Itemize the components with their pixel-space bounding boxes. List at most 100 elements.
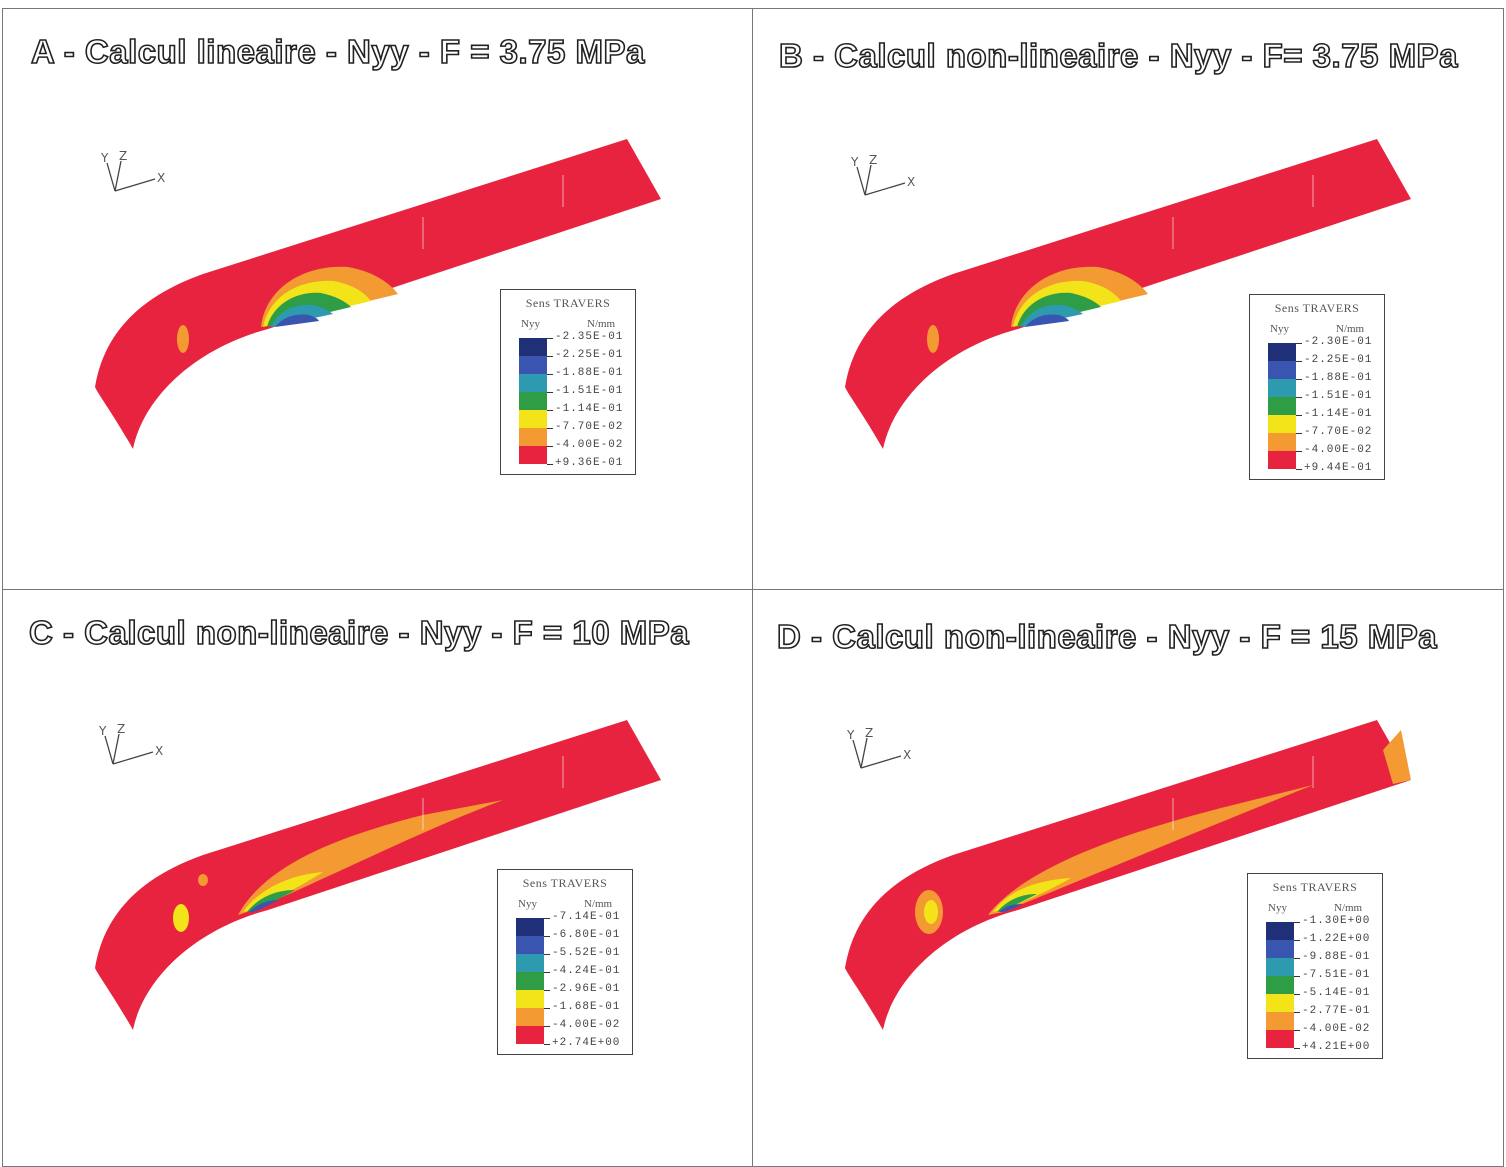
legend-tick: [1296, 343, 1302, 344]
axis-triad: Y Z X: [95, 149, 175, 209]
legend-value: -2.77E-01: [1302, 1005, 1371, 1017]
legend-value: -4.00E-02: [1302, 1023, 1371, 1035]
axis-triad: Y Z X: [845, 153, 925, 213]
legend-value: +9.36E-01: [555, 457, 624, 469]
panel-c: C - Calcul non-lineaire - Nyy - F = 10 M…: [2, 589, 753, 1167]
legend-swatch: [519, 392, 547, 410]
contour-spot: [198, 874, 208, 886]
legend-tick: [547, 410, 553, 411]
legend-value: -1.68E-01: [552, 1001, 621, 1013]
legend-swatch: [1268, 379, 1296, 397]
legend-swatch: [519, 338, 547, 356]
legend-value: -6.80E-01: [552, 929, 621, 941]
legend-value: -9.88E-01: [1302, 951, 1371, 963]
legend-swatch: [519, 356, 547, 374]
axis-y-label: Y: [847, 728, 855, 742]
legend-value: -2.96E-01: [552, 983, 621, 995]
legend-tick: [547, 338, 553, 339]
legend-swatch: [1266, 958, 1294, 976]
legend-swatch: [1266, 1012, 1294, 1030]
legend-swatch: [1266, 976, 1294, 994]
legend-swatch: [516, 936, 544, 954]
legend-tick: [547, 356, 553, 357]
panel-d: D - Calcul non-lineaire - Nyy - F = 15 M…: [752, 589, 1504, 1167]
legend-value: +4.21E+00: [1302, 1041, 1371, 1053]
legend-title: Sens TRAVERS: [525, 296, 611, 310]
legend-value: -1.30E+00: [1302, 915, 1371, 927]
legend-swatch: [1268, 343, 1296, 361]
axis-z-label: Z: [865, 726, 874, 740]
axis-y-label: Y: [101, 151, 109, 165]
legend-value: -7.70E-02: [555, 421, 624, 433]
plate-group: [845, 720, 1411, 1030]
panel-a-title: A - Calcul lineaire - Nyy - F = 3.75 MPa: [30, 32, 645, 71]
plate-surface: [95, 720, 661, 1030]
contour-band-blue: [249, 900, 279, 912]
legend-quantity: Nyy: [1270, 323, 1289, 335]
legend-value: -1.51E-01: [555, 385, 624, 397]
axis-z-label: Z: [117, 722, 126, 736]
legend-swatch: [516, 1026, 544, 1044]
legend-value: -2.35E-01: [555, 331, 624, 343]
panel-b-title: B - Calcul non-lineaire - Nyy - F= 3.75 …: [778, 36, 1458, 75]
legend-swatch: [1268, 433, 1296, 451]
legend-tick: [1296, 451, 1302, 452]
legend-tick: [544, 954, 550, 955]
contour-band-blue: [999, 904, 1023, 912]
legend-unit: N/mm: [584, 898, 613, 910]
plate-surface: [845, 139, 1411, 449]
legend-tick: [544, 918, 550, 919]
plate-contour: [845, 139, 1411, 449]
axis-x-label: X: [907, 175, 916, 189]
legend-value: -7.51E-01: [1302, 969, 1371, 981]
legend-tick: [1294, 1030, 1300, 1031]
legend-value: -1.51E-01: [1304, 390, 1373, 402]
contour-legend: Sens TRAVERS Nyy N/mm -1.30E+00-1.22E+00…: [1247, 873, 1383, 1059]
plate-group: [845, 139, 1411, 449]
contour-spot: [177, 325, 189, 353]
legend-value: -4.24E-01: [552, 965, 621, 977]
legend-tick: [544, 1044, 550, 1045]
legend-value: -5.52E-01: [552, 947, 621, 959]
legend-tick: [544, 936, 550, 937]
legend-swatch: [1268, 361, 1296, 379]
contour-spot: [927, 325, 939, 353]
panel-b: B - Calcul non-lineaire - Nyy - F= 3.75 …: [752, 8, 1504, 590]
axis-triad: Y Z X: [93, 722, 173, 782]
legend-swatch: [1266, 1030, 1294, 1048]
legend-swatch: [519, 374, 547, 392]
legend-quantity: Nyy: [518, 898, 537, 910]
axis-x-label: X: [155, 744, 164, 758]
legend-tick: [547, 392, 553, 393]
contour-tip: [1383, 730, 1411, 784]
legend-tick: [547, 374, 553, 375]
legend-swatch: [516, 990, 544, 1008]
legend-tick: [1294, 958, 1300, 959]
legend-title: Sens TRAVERS: [1272, 880, 1358, 894]
legend-value: -1.22E+00: [1302, 933, 1371, 945]
plate-contour: [95, 139, 661, 449]
plate-contour: [95, 720, 661, 1030]
axis-triad: Y Z X: [841, 726, 921, 786]
legend-tick: [1296, 379, 1302, 380]
legend-unit: N/mm: [1334, 902, 1363, 914]
legend-tick: [1294, 1012, 1300, 1013]
legend-tick: [544, 1026, 550, 1027]
legend-swatch: [516, 1008, 544, 1026]
legend-swatch: [516, 972, 544, 990]
axis-y-label: Y: [851, 155, 859, 169]
panel-d-title: D - Calcul non-lineaire - Nyy - F = 15 M…: [776, 617, 1438, 656]
legend-tick: [547, 428, 553, 429]
legend-swatch: [1266, 994, 1294, 1012]
axis-x-label: X: [157, 171, 166, 185]
legend-value: -7.14E-01: [552, 911, 621, 923]
contour-spot: [924, 900, 938, 924]
plate-group: [95, 720, 661, 1030]
legend-swatch: [1268, 451, 1296, 469]
legend-quantity: Nyy: [521, 318, 540, 330]
plate-contour: [845, 720, 1411, 1030]
legend-value: -1.14E-01: [555, 403, 624, 415]
panel-c-title: C - Calcul non-lineaire - Nyy - F = 10 M…: [28, 613, 690, 652]
legend-value: -2.25E-01: [555, 349, 624, 361]
